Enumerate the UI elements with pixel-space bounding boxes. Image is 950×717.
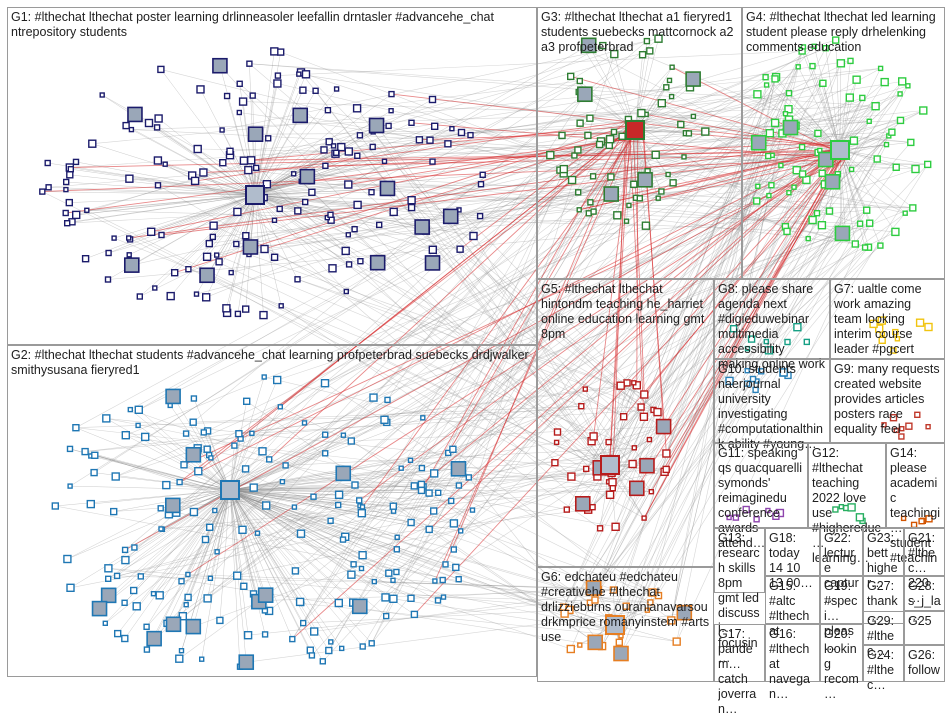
group-label-g18: G18: today 14 10 13 00…	[769, 531, 816, 591]
group-panel-g6: G6: edchateu #edchateu #creativehe #lthe…	[537, 567, 714, 682]
group-panel-g20: G20: looking recom…	[820, 624, 863, 682]
group-label-g28: G28: s_j_la…	[908, 579, 941, 624]
group-label-g10: G10: students naerjournal university inv…	[718, 362, 826, 452]
group-panel-g2: G2: #lthechat lthechat students #advance…	[7, 345, 537, 677]
group-panel-g22: G22: lecture captur…	[820, 528, 863, 576]
group-panel-g11: G11: speaking qs quacquarelli symonds' r…	[714, 443, 808, 528]
group-label-g4: G4: #lthechat lthechat led learning stud…	[746, 10, 941, 55]
group-panel-g7: G7: ualtle come work amazing team lookin…	[830, 279, 945, 359]
group-panel-g16: G16: #lthechat navegan…	[765, 624, 820, 682]
network-graph: G1: #lthechat lthechat poster learning d…	[0, 0, 950, 688]
group-label-g9: G9: many requests created website provid…	[834, 362, 941, 437]
group-panel-g9: G9: many requests created website provid…	[830, 359, 945, 443]
group-label-g17: G17: pandem… catch joverran…	[718, 627, 761, 717]
group-panel-g4: G4: #lthechat lthechat led learning stud…	[742, 7, 945, 279]
group-panel-g17: G17: pandem… catch joverran…	[714, 624, 765, 682]
group-panel-g8: G8: please share agenda next #digieduweb…	[714, 279, 830, 359]
group-label-g1: G1: #lthechat lthechat poster learning d…	[11, 10, 533, 40]
group-panel-g14: G14: please academic teachingi… student …	[886, 443, 945, 528]
group-panel-g13: G13: research skills 8pm gmt led discuss…	[714, 528, 765, 593]
group-panel-g26: G26: follow	[904, 645, 945, 682]
group-label-g29: G29: #lthec…	[867, 614, 900, 659]
group-panel-g21: G21: #lthec… 220…	[904, 528, 945, 576]
group-label-g26: G26: follow	[908, 648, 941, 678]
group-label-g7: G7: ualtle come work amazing team lookin…	[834, 282, 941, 357]
group-label-g22: G22: lecture captur…	[824, 531, 859, 606]
group-panel-g23: G23: bett higher…	[863, 528, 904, 576]
group-label-g5: G5: #lthechat lthechat hintondm teaching…	[541, 282, 710, 342]
group-label-g20: G20: looking recom…	[824, 627, 859, 702]
group-label-g6: G6: edchateu #edchateu #creativehe #lthe…	[541, 570, 710, 645]
group-panel-g3: G3: #lthechat lthechat a1 fieryred1 stud…	[537, 7, 742, 279]
group-panel-g18: G18: today 14 10 13 00…	[765, 528, 820, 576]
group-label-g16: G16: #lthechat navegan…	[769, 627, 816, 702]
group-label-g3: G3: #lthechat lthechat a1 fieryred1 stud…	[541, 10, 738, 55]
group-panel-g29: G29: #lthec…	[863, 611, 904, 645]
group-panel-g1: G1: #lthechat lthechat poster learning d…	[7, 7, 537, 345]
group-panel-g10: G10: students naerjournal university inv…	[714, 359, 830, 443]
group-panel-g28: G28: s_j_la…	[904, 576, 945, 611]
group-label-g2: G2: #lthechat lthechat students #advance…	[11, 348, 533, 378]
group-panel-g5: G5: #lthechat lthechat hintondm teaching…	[537, 279, 714, 567]
group-panel-g12: G12: #lthechat teaching 2022 love use #h…	[808, 443, 886, 528]
